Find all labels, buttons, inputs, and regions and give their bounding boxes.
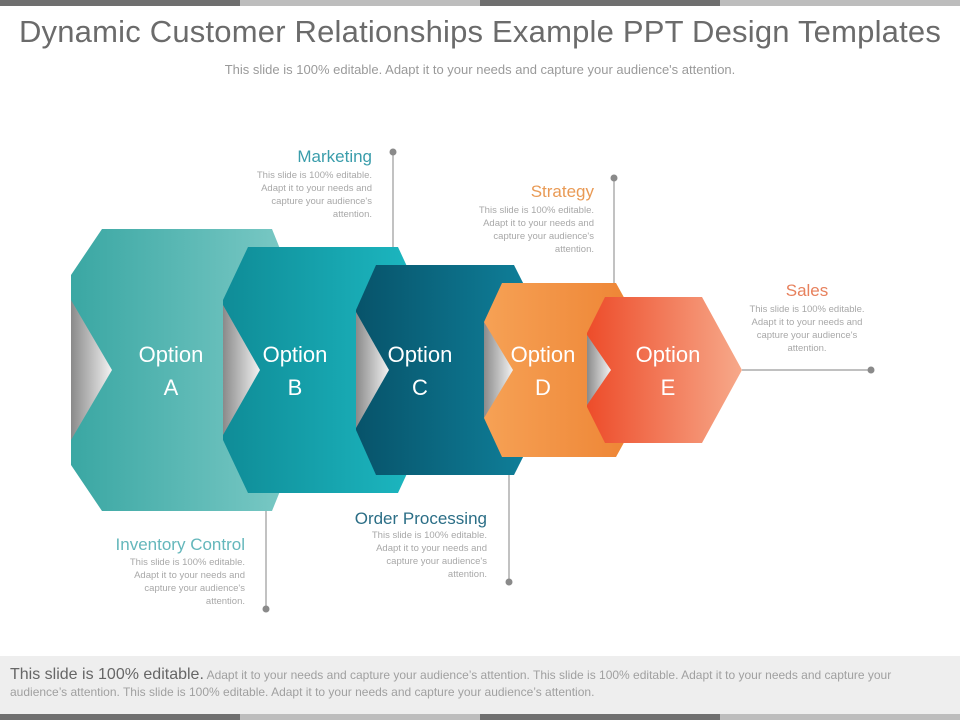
- footer-text: This slide is 100% editable. Adapt it to…: [10, 666, 940, 701]
- marketing-desc-line: Adapt it to your needs and: [261, 183, 372, 194]
- marketing-desc-line: capture your audience's: [271, 196, 372, 207]
- option-e-shape: [587, 297, 742, 443]
- sales-desc-line: Adapt it to your needs and: [751, 317, 863, 328]
- order-desc-line: Adapt it to your needs and: [376, 543, 487, 554]
- order-desc-line: This slide is 100% editable.: [371, 530, 487, 541]
- option-d-label-line1: Option: [511, 342, 576, 367]
- footer-body: Adapt it to your needs and capture your …: [10, 668, 892, 699]
- slide-subtitle: This slide is 100% editable. Adapt it to…: [224, 62, 736, 77]
- inventory-desc-line: attention.: [205, 596, 245, 607]
- inventory-control-description: This slide is 100% editable. Adapt it to…: [95, 556, 245, 608]
- inventory-desc-line: This slide is 100% editable.: [129, 557, 245, 568]
- bottom-accent-bar: [0, 714, 960, 720]
- footer-lead: This slide is 100% editable.: [10, 666, 204, 683]
- option-c-label-line2: C: [412, 375, 428, 400]
- strategy-title: Strategy: [530, 182, 594, 201]
- strategy-desc-line: attention.: [554, 244, 594, 255]
- footer-panel: This slide is 100% editable. Adapt it to…: [0, 656, 960, 714]
- connector-lines: [262, 148, 875, 613]
- option-b-label-line1: Option: [263, 342, 328, 367]
- option-e-label-line1: Option: [636, 342, 701, 367]
- option-e-label-line2: E: [661, 375, 676, 400]
- option-d-label-line2: D: [535, 375, 551, 400]
- order-processing-title: Order Processing: [354, 509, 487, 528]
- inventory-desc-line: capture your audience's: [144, 583, 245, 594]
- inventory-control-title: Inventory Control: [115, 535, 245, 554]
- strategy-desc-line: Adapt it to your needs and: [483, 218, 594, 229]
- sales-desc-line: capture your audience's: [756, 330, 858, 341]
- order-processing-description: This slide is 100% editable. Adapt it to…: [337, 529, 487, 581]
- strategy-description: This slide is 100% editable. Adapt it to…: [444, 204, 594, 256]
- option-a-label-line1: Option: [139, 342, 204, 367]
- order-desc-line: attention.: [447, 569, 487, 580]
- sales-desc-line: attention.: [787, 343, 827, 354]
- inventory-desc-line: Adapt it to your needs and: [134, 570, 245, 581]
- marketing-description: This slide is 100% editable. Adapt it to…: [222, 169, 372, 221]
- sales-description: This slide is 100% editable. Adapt it to…: [730, 303, 884, 355]
- option-c-label-line1: Option: [388, 342, 453, 367]
- marketing-desc-line: This slide is 100% editable.: [256, 170, 372, 181]
- slide-title: Dynamic Customer Relationships Example P…: [18, 14, 942, 49]
- top-accent-bar: [0, 0, 960, 6]
- option-b-label-line2: B: [288, 375, 303, 400]
- sales-desc-line: This slide is 100% editable.: [749, 304, 865, 315]
- sales-title: Sales: [785, 281, 829, 300]
- strategy-desc-line: This slide is 100% editable.: [478, 205, 594, 216]
- order-desc-line: capture your audience's: [386, 556, 487, 567]
- marketing-title: Marketing: [297, 147, 372, 166]
- strategy-desc-line: capture your audience's: [493, 231, 594, 242]
- option-a-label-line2: A: [164, 375, 179, 400]
- marketing-desc-line: attention.: [332, 209, 372, 220]
